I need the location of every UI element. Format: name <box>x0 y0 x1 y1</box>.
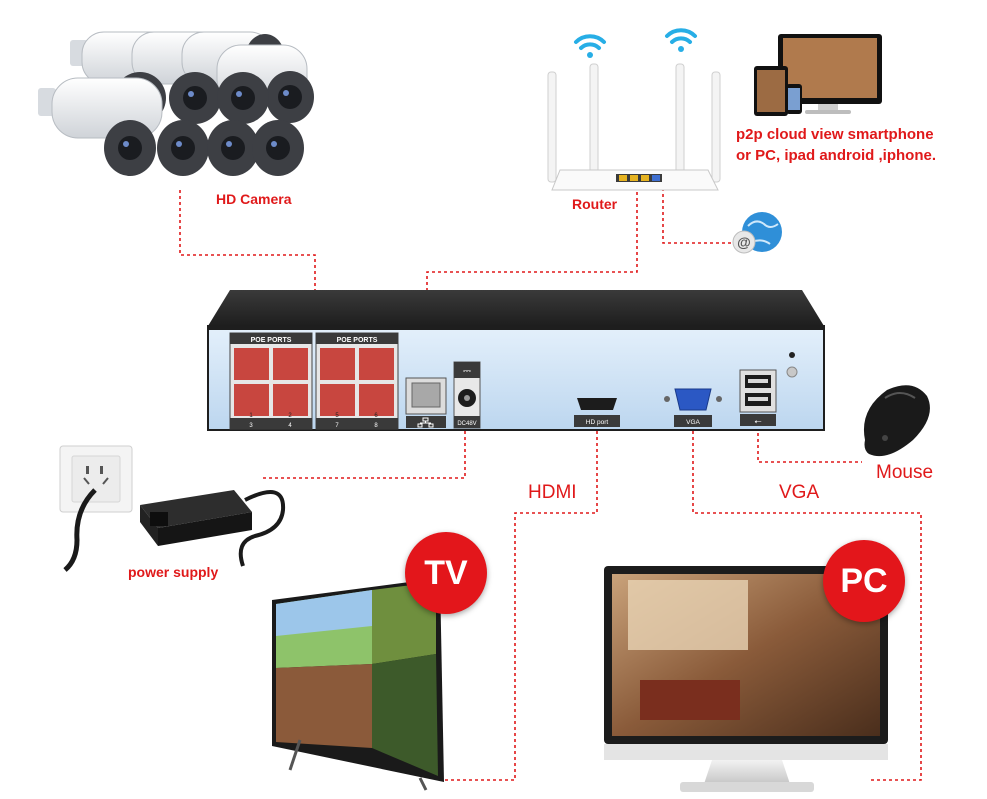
lan-port <box>405 377 447 428</box>
mouse-label: Mouse <box>876 462 934 483</box>
poe-group-label: POE PORTS <box>337 337 378 344</box>
svg-text:@: @ <box>737 234 751 250</box>
vga-port-label: VGA <box>686 419 700 426</box>
poe-port-numbers: 1 2 5 6 3 4 7 8 <box>249 413 378 429</box>
pc-badge: PC <box>823 540 905 622</box>
nvr-top <box>208 290 824 326</box>
internet-cable <box>662 188 735 244</box>
power-outlet <box>59 445 133 572</box>
wifi-icon <box>665 28 697 52</box>
poe-port-group: POE PORTS <box>229 332 313 430</box>
camera-cable <box>179 190 316 330</box>
usb-icon: ⭠ <box>754 417 761 427</box>
network-icon <box>417 417 434 428</box>
dc-port: ⎓ DC48V <box>453 361 481 429</box>
poe-port <box>359 348 394 380</box>
p2p-devices <box>754 34 882 116</box>
vga-label: VGA <box>779 482 820 503</box>
router-antenna <box>675 63 685 183</box>
tv-device <box>272 578 444 791</box>
mouse-device <box>863 385 930 457</box>
poe-port <box>320 384 355 416</box>
wifi-icon <box>574 34 606 58</box>
hdmi-label: HDMI <box>528 482 577 503</box>
hdmi-port-label: HD port <box>586 419 609 426</box>
port-number: 3 <box>249 423 253 429</box>
poe-port <box>359 384 394 416</box>
port-number: 1 <box>249 413 253 419</box>
hd-camera-label: HD Camera <box>216 191 292 207</box>
usb-ports: ⭠ <box>739 369 777 427</box>
tv-badge: TV <box>405 532 487 614</box>
port-number: 4 <box>288 423 292 429</box>
poe-port <box>320 348 355 380</box>
hd-camera-group <box>38 31 314 176</box>
dc-polarity-icon: ⎓ <box>463 366 471 377</box>
hdmi-port: HD port <box>574 398 620 427</box>
power-adapter <box>140 490 286 567</box>
port-number: 5 <box>335 413 339 419</box>
nvr-recorder: POE PORTS POE PORTS 1 2 5 6 3 4 7 <box>207 290 825 431</box>
port-number: 7 <box>335 423 339 429</box>
power-cable <box>262 425 466 479</box>
internet-globe-icon: @ <box>732 212 782 254</box>
poe-port-group: POE PORTS <box>315 332 399 430</box>
vga-port: VGA <box>664 388 722 427</box>
poe-port <box>234 348 269 380</box>
p2p-label-line1: p2p cloud view smartphone <box>736 126 934 143</box>
camera-row-front <box>38 77 304 176</box>
port-number: 2 <box>288 413 292 419</box>
router-label: Router <box>572 196 618 212</box>
router-antenna <box>711 71 721 183</box>
poe-port <box>234 384 269 416</box>
poe-port <box>273 384 308 416</box>
poe-group-label: POE PORTS <box>251 337 292 344</box>
dc-port-label: DC48V <box>457 421 476 427</box>
port-number: 8 <box>374 423 378 429</box>
router-antenna <box>547 71 557 183</box>
vga-cable <box>692 425 922 781</box>
hdmi-cable <box>440 425 598 781</box>
poe-port <box>273 348 308 380</box>
pc-stand <box>704 760 790 784</box>
router <box>547 28 721 191</box>
port-number: 6 <box>374 413 378 419</box>
p2p-label-line2: or PC, ipad android ,iphone. <box>736 147 937 164</box>
mouse-cable <box>757 415 862 463</box>
power-supply-label: power supply <box>128 564 219 580</box>
router-antenna <box>589 63 599 183</box>
